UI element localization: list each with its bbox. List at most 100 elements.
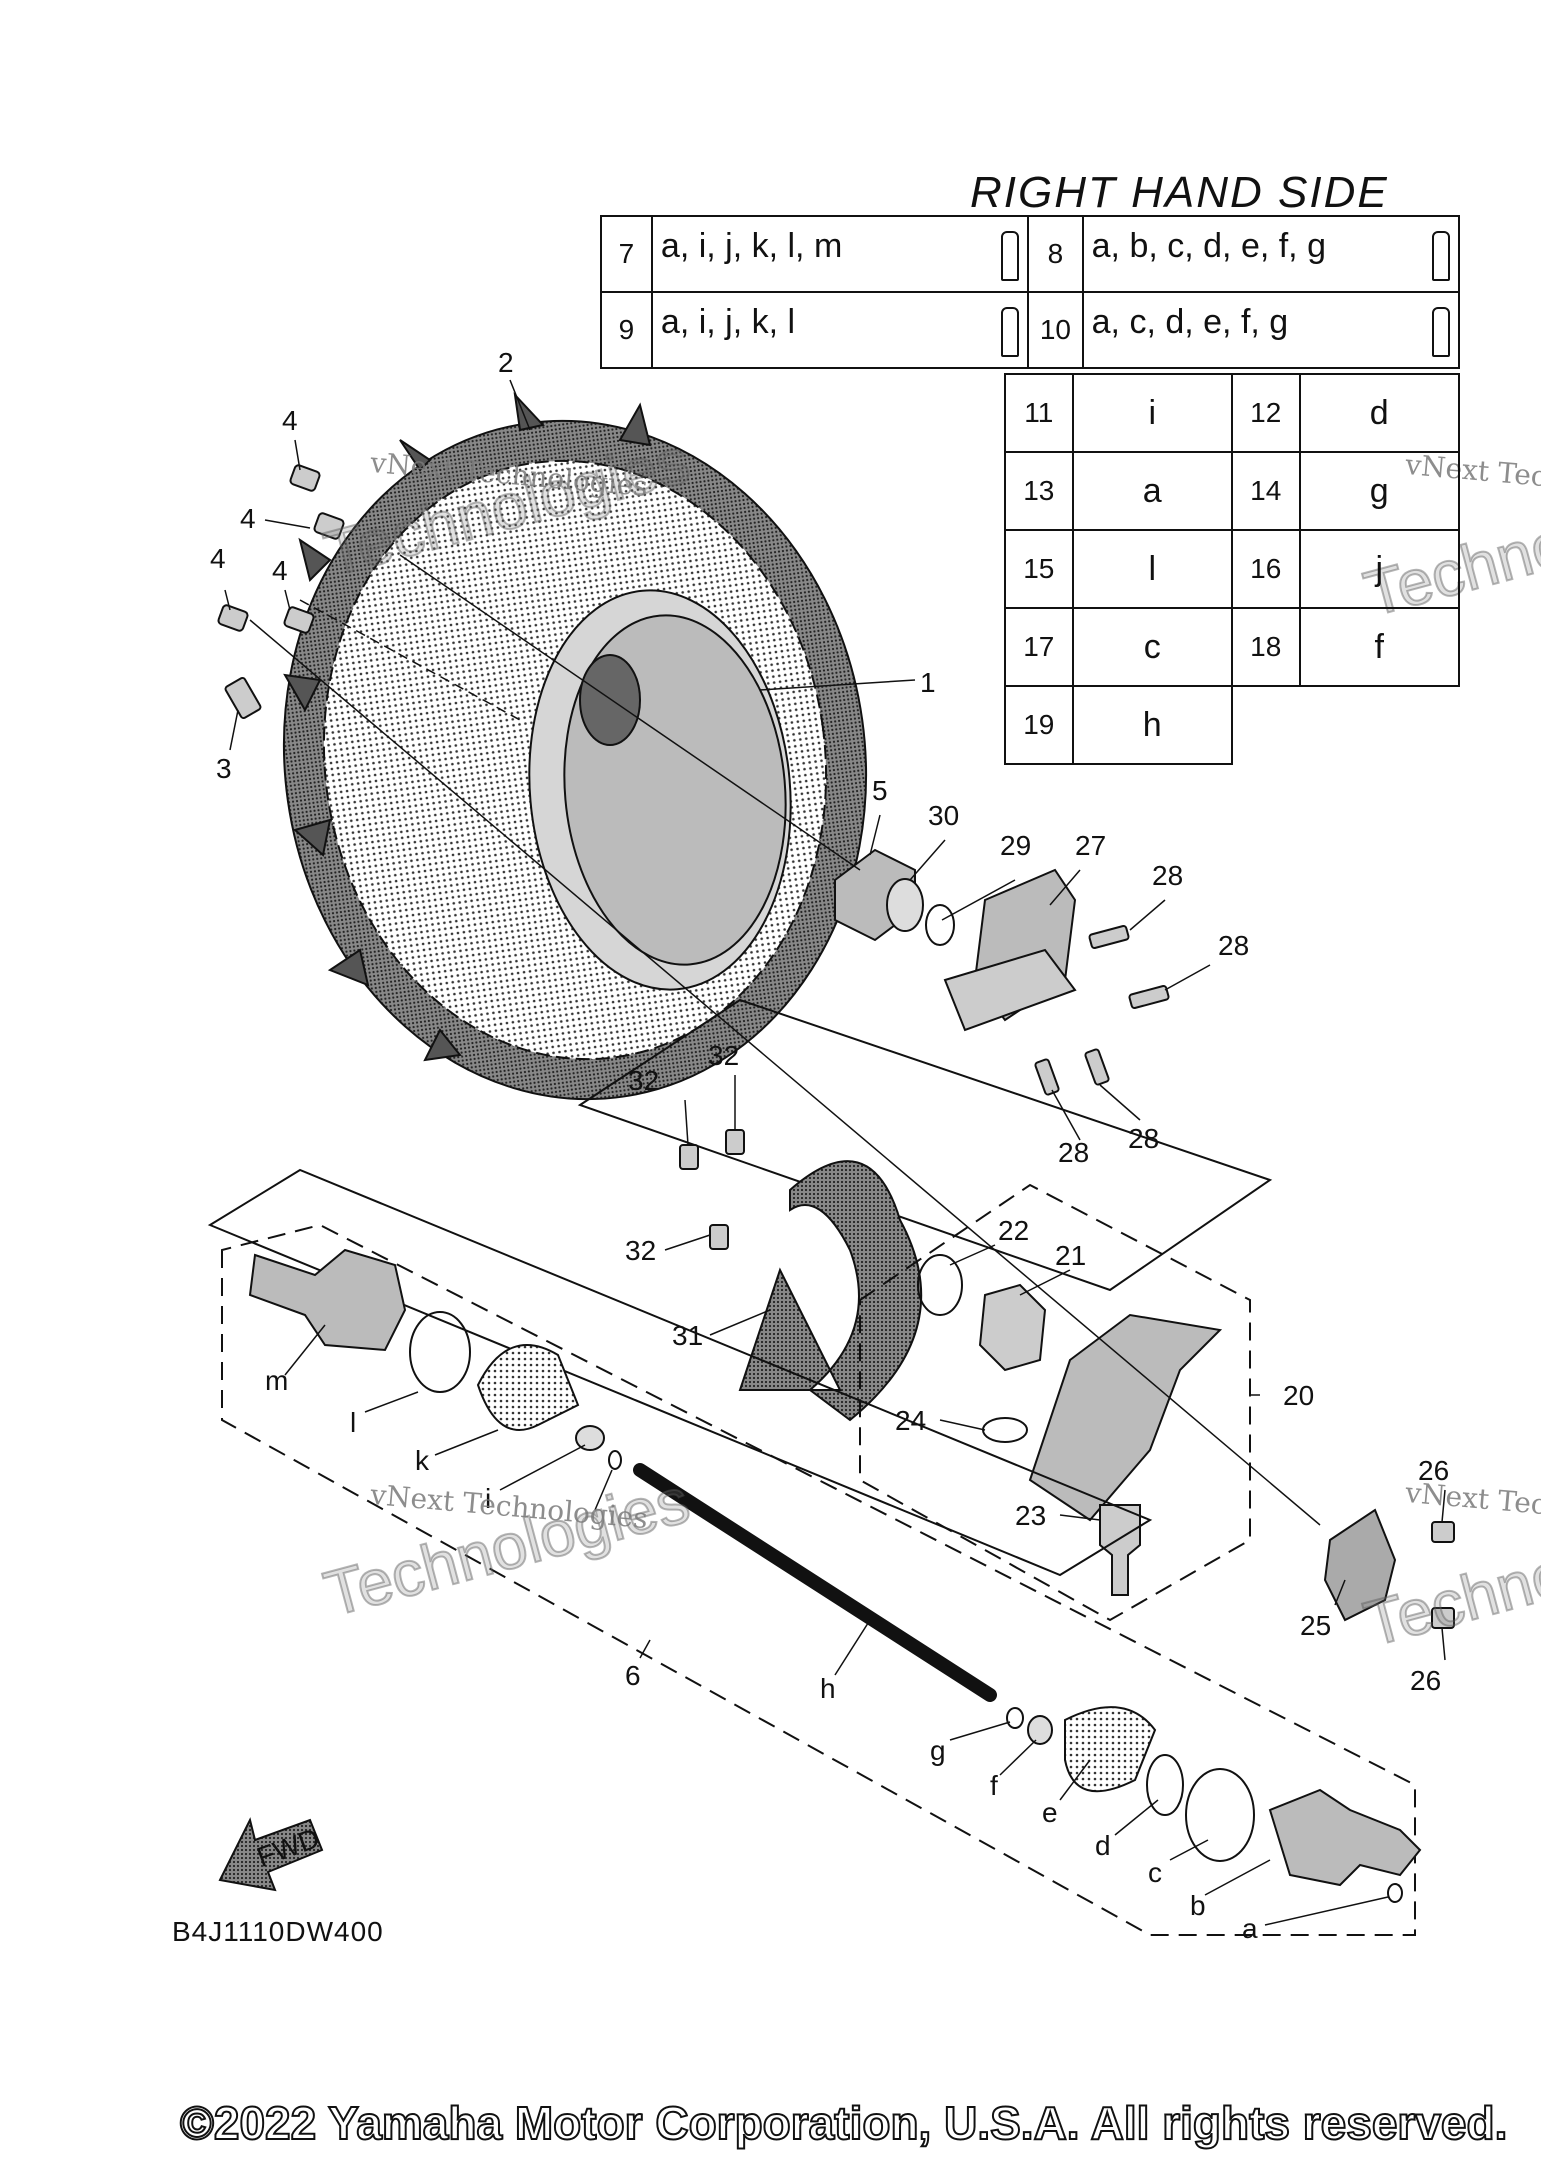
bolts-32 [679,1129,745,1250]
part-code-legend: 11 i 12 d 13 a 14 g 15 l 16 j 17 c 18 f … [1004,373,1461,765]
callout-22: 22 [998,1215,1029,1246]
callout-4a: 4 [282,405,298,436]
ring-a [1387,1883,1403,1903]
circlip-24 [982,1417,1028,1443]
legend-code-19: h [1071,685,1233,765]
grease-tube-icon [1001,231,1020,281]
callout-a: a [1242,1913,1258,1944]
callout-31: 31 [672,1320,703,1351]
seal-30 [886,878,924,932]
callout-30: 30 [928,800,959,831]
ring-d [1146,1754,1184,1816]
legend-num-8: 8 [1027,215,1084,293]
knuckle-group [859,1183,1251,1622]
callout-1: 1 [920,667,936,698]
callout-i: i [485,1483,491,1514]
callout-28a: 28 [1152,860,1183,891]
tire-assembly [282,391,868,1101]
callout-3: 3 [216,753,232,784]
callout-5: 5 [872,775,888,806]
cover-group [1323,1508,1455,1629]
clamp-i [575,1425,605,1451]
callout-32c: 32 [625,1235,656,1266]
leader-lines [224,379,1446,1926]
callout-28d: 28 [1128,1123,1159,1154]
ring-g [1006,1707,1024,1729]
callout-32b: 32 [708,1040,739,1071]
callout-23: 23 [1015,1500,1046,1531]
callout-27: 27 [1075,830,1106,861]
legend-code-18: f [1298,607,1461,687]
legend-num-11: 11 [1004,373,1074,453]
seal-29 [925,904,955,946]
callout-2: 2 [498,347,514,378]
legend-num-14: 14 [1230,451,1301,531]
callout-b: b [1190,1890,1206,1921]
legend-num-12: 12 [1230,373,1301,453]
cover-25 [1323,1508,1397,1622]
guard-group [577,998,1273,1422]
callout-labels: 1 2 3 4 4 4 4 5 30 29 27 28 28 28 28 32 … [210,347,1449,1944]
legend-row: 17 c 18 f [1004,607,1461,687]
clamp-c [1185,1768,1255,1862]
callout-h: h [820,1673,836,1704]
callout-4c: 4 [210,543,226,574]
legend-code-13: a [1071,451,1233,531]
callout-4b: 4 [240,503,256,534]
lubrication-legend: 7 a, i, j, k, l, m 8 a, b, c, d, e, f, g… [600,215,1461,369]
callout-c: c [1148,1857,1162,1888]
legend-num-18: 18 [1230,607,1301,687]
callout-21: 21 [1055,1240,1086,1271]
diagram-code: B4J1110DW400 [172,1916,384,1947]
callout-f: f [990,1770,998,1801]
drive-shaft-group [207,1168,1422,1936]
shaft-h [633,1463,997,1702]
legend-num-10: 10 [1027,291,1084,369]
valve-stem [224,677,262,719]
legend-row: 19 h [1004,685,1459,765]
callout-4d: 4 [272,555,288,586]
callout-28c: 28 [1058,1137,1089,1168]
ring-j [608,1450,622,1470]
legend-num-13: 13 [1004,451,1074,531]
callout-24: 24 [895,1405,926,1436]
bolt-26a [1431,1521,1455,1543]
legend-code-15: l [1071,529,1233,609]
legend-num-7: 7 [600,215,653,293]
callout-29: 29 [1000,830,1031,861]
legend-row: 11 i 12 d [1004,373,1461,453]
ball-joint-23 [1099,1504,1141,1596]
legend-row: 13 a 14 g [1004,451,1461,531]
boot-k [476,1344,580,1431]
grease-tube-icon [1001,307,1020,357]
legend-row: 15 l 16 j [1004,529,1461,609]
clamp-l [409,1311,471,1393]
tread-lugs [283,391,652,1062]
guard-31 [738,1160,923,1422]
callout-k: k [415,1445,430,1476]
boot-e [1064,1706,1157,1793]
knuckle-20 [1028,1313,1223,1522]
callout-26b: 26 [1410,1665,1441,1696]
legend-codes-9: a, i, j, k, l [660,303,796,341]
section-title: RIGHT HAND SIDE [970,168,1389,217]
legend-num-15: 15 [1004,529,1074,609]
legend-code-12: d [1298,373,1461,453]
callout-32a: 32 [628,1065,659,1096]
clamp-f [1027,1715,1053,1745]
callout-6: 6 [625,1660,641,1691]
callout-28b: 28 [1218,930,1249,961]
legend-row: 9 a, i, j, k, l 10 a, c, d, e, f, g [600,291,1461,369]
snap-ring-22 [917,1254,963,1316]
legend-num-9: 9 [600,291,653,369]
grease-tube-icon [1432,231,1450,281]
bolts-28 [1034,924,1170,1096]
legend-code-17: c [1071,607,1233,687]
cv-joint-b [1268,1788,1422,1887]
cv-joint-m [248,1248,407,1352]
legend-num-17: 17 [1004,607,1074,687]
callout-m: m [265,1365,288,1396]
callout-e: e [1042,1797,1058,1828]
legend-num-16: 16 [1230,529,1301,609]
